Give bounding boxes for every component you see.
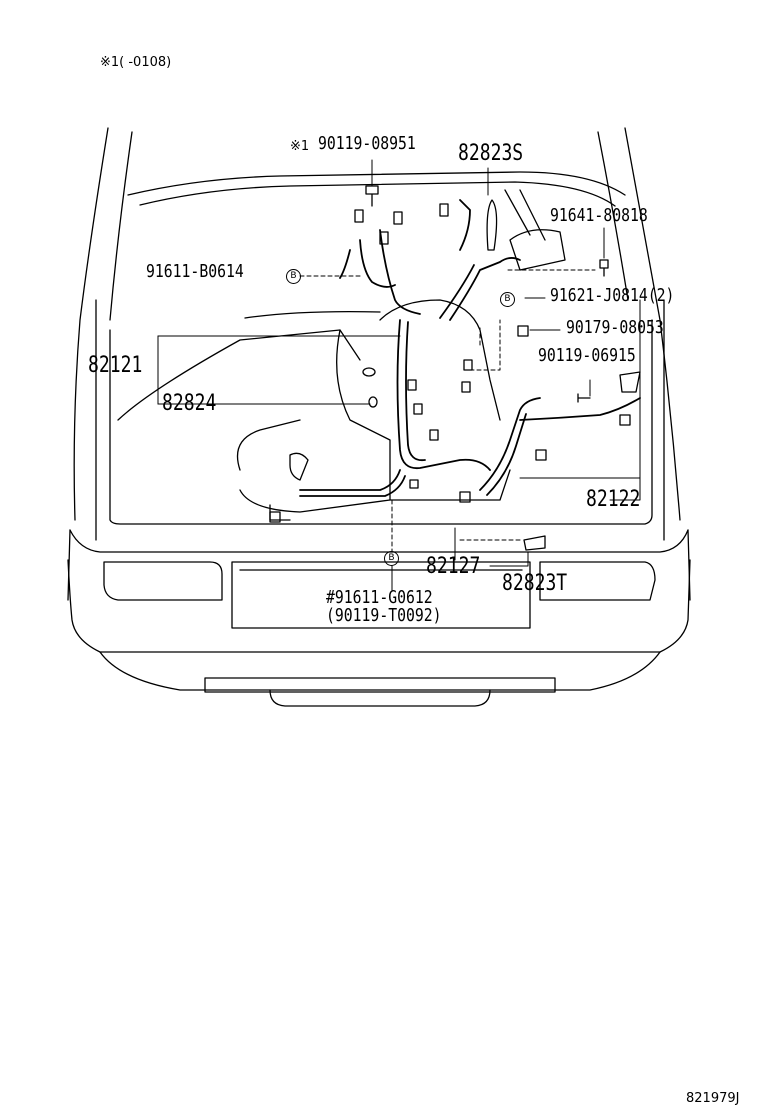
connectors xyxy=(269,199,641,551)
bolt-b-icon: B xyxy=(500,292,515,307)
leader-lines xyxy=(157,159,641,591)
label-82127: 82127 xyxy=(426,554,481,579)
label-91611-B0614: 91611-B0614 xyxy=(146,261,244,282)
mark-1: ※1 xyxy=(290,139,310,154)
label-82122: 82122 xyxy=(586,487,641,512)
bolt-b-icon: B xyxy=(286,269,301,284)
harness-wires xyxy=(299,199,641,497)
label-82824: 82824 xyxy=(162,391,217,416)
label-90119-08951: 90119-08951 xyxy=(318,133,416,154)
label-90179-08053: 90179-08053 xyxy=(566,317,664,338)
label-91621-J0814: 91621-J0814(2) xyxy=(550,285,675,306)
diagram-code: 821979J xyxy=(686,1091,740,1106)
label-91611-G0612: #91611-G0612 xyxy=(326,587,433,608)
body-outline xyxy=(67,127,691,707)
engine-outline xyxy=(236,299,511,521)
label-90119-T0092: (90119-T0092) xyxy=(326,605,442,626)
bolts xyxy=(365,185,609,403)
label-91641-80818: 91641-80818 xyxy=(550,205,648,226)
label-82823T: 82823T xyxy=(502,571,568,596)
label-82121: 82121 xyxy=(88,353,143,378)
bolt-b-icon: B xyxy=(384,551,399,566)
label-90119-06915: 90119-06915 xyxy=(538,345,636,366)
header-note: ※1( -0108) xyxy=(100,55,172,70)
label-82823S: 82823S xyxy=(458,141,524,166)
